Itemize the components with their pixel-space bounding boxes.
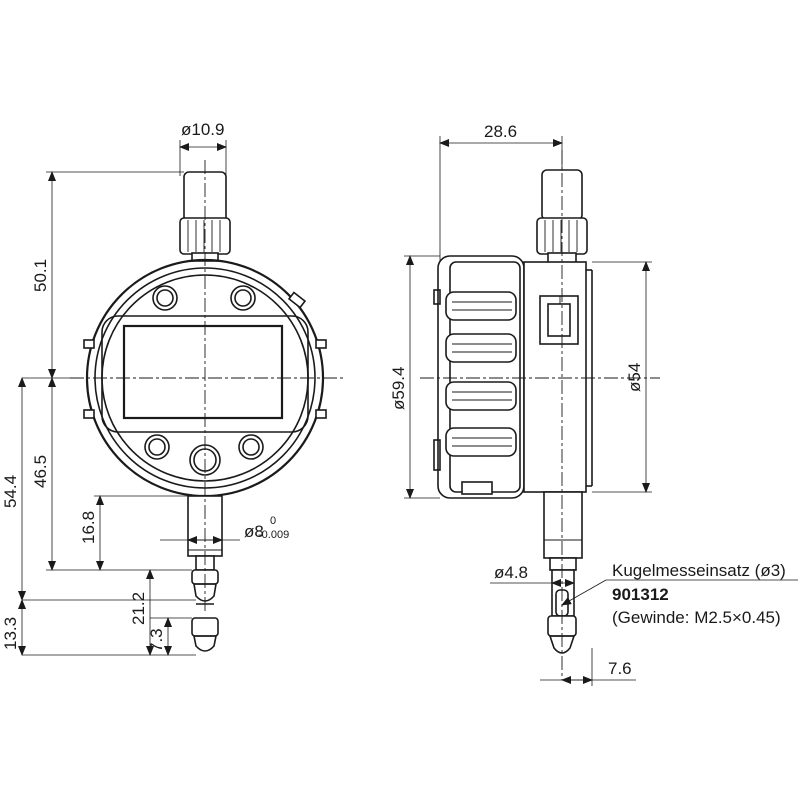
- dim-height-top: 50.1: [31, 259, 50, 292]
- dim-stem-diameter: ø8: [244, 522, 264, 541]
- side-body: [433, 255, 525, 499]
- callout-part-number: 901312: [612, 585, 669, 604]
- tip-detail: [191, 603, 219, 652]
- front-dimensions: ø10.9 50.1 54.4 46.5 16.8 ø8 0 -0.009 21…: [1, 120, 289, 656]
- dim-tip-length-b: 7.3: [147, 628, 166, 652]
- dim-depth: 28.6: [484, 122, 517, 141]
- dim-tip-length-a: 21.2: [129, 592, 148, 625]
- callout-title: Kugelmesseinsatz (ø3): [612, 561, 786, 580]
- dim-height-mid: 46.5: [31, 455, 50, 488]
- dim-tip-length-c: 13.3: [1, 617, 20, 650]
- callout-thread: (Gewinde: M2.5×0.45): [612, 608, 781, 627]
- front-buttons: [144, 285, 264, 476]
- side-front-section: [523, 261, 593, 493]
- dim-stem-length: 16.8: [79, 511, 98, 544]
- dim-height-total: 54.4: [1, 475, 20, 508]
- dim-tip-offset: 7.6: [608, 659, 632, 678]
- front-view: [70, 160, 345, 652]
- side-dimensions: 28.6 ø59.4 ø54 ø4.8 7.6 Kugelmesseinsatz…: [389, 122, 798, 686]
- side-spindle: [543, 491, 583, 654]
- side-view: [420, 150, 660, 680]
- dim-bezel-diameter: ø54: [625, 363, 644, 392]
- dim-stem-tol-lower: -0.009: [258, 529, 289, 541]
- dim-stem-top-diameter: ø10.9: [181, 120, 224, 139]
- dim-spindle-diameter: ø4.8: [494, 563, 528, 582]
- dim-body-diameter: ø59.4: [389, 367, 408, 410]
- dim-stem-tol-upper: 0: [270, 515, 276, 527]
